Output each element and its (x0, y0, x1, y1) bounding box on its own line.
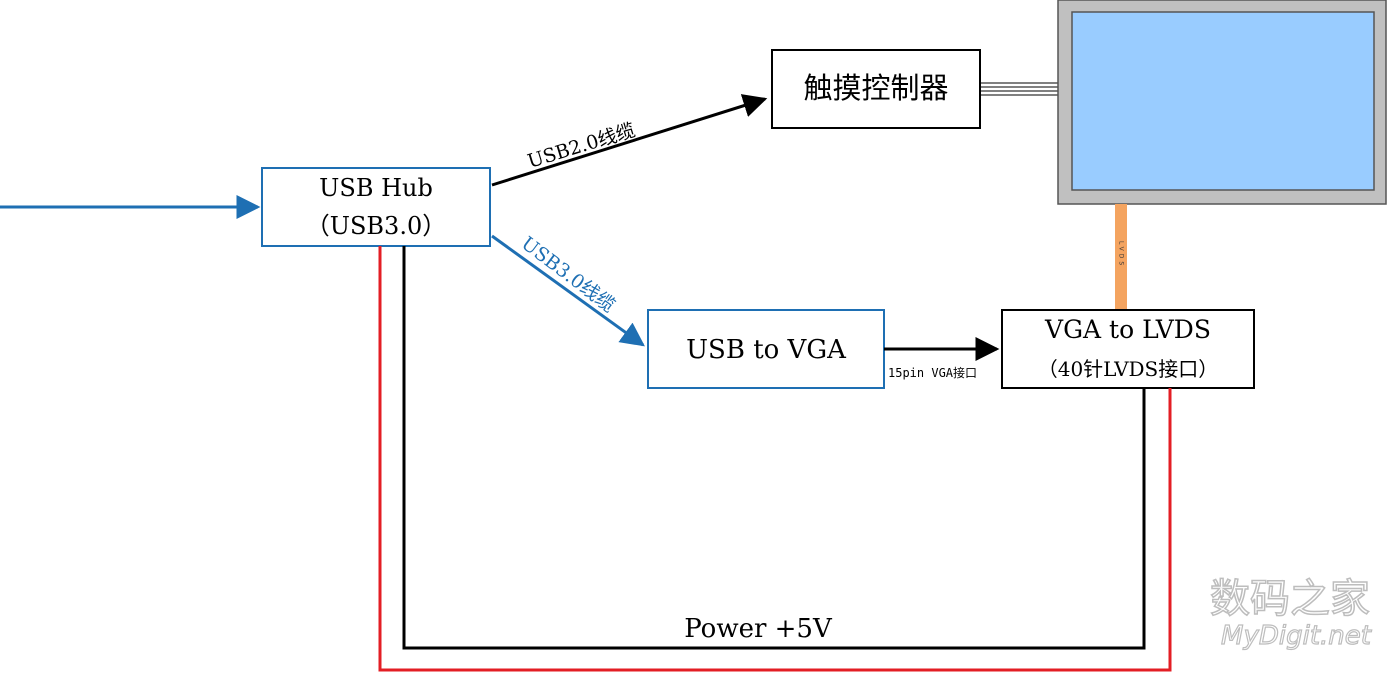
touch-controller-label: 触摸控制器 (803, 71, 948, 105)
usb-hub-title: USB Hub (319, 174, 433, 202)
usb-hub-node: USB Hub （USB3.0） (261, 167, 491, 247)
touch-controller-node: 触摸控制器 (771, 49, 981, 129)
usb-hub-subtitle: （USB3.0） (306, 212, 446, 240)
usb2-cable-label: USB2.0线缆 (525, 119, 638, 173)
lcd-screen (1057, 0, 1387, 205)
usb3-cable-label: USB3.0线缆 (517, 232, 619, 317)
vga-cable-label: 15pin VGA接口 (888, 365, 977, 380)
power-line-red (378, 246, 1172, 672)
lvds-cable-label: LVDS (1118, 241, 1125, 268)
lvds-cable: LVDS (1115, 204, 1127, 311)
touch-panel-wires (980, 82, 1058, 96)
usb2-cable-edge (491, 94, 768, 187)
watermark-cn: 数码之家 (1210, 576, 1370, 622)
usb-to-vga-node: USB to VGA (647, 309, 885, 389)
watermark-logo: 数码之家 MyDigit.net (1209, 575, 1372, 651)
watermark-en: MyDigit.net (1221, 621, 1372, 651)
power-line-black (402, 246, 1146, 650)
power-label: Power +5V (684, 614, 833, 644)
vga-to-lvds-subtitle: （40针LVDS接口） (1038, 357, 1219, 381)
usb-to-vga-label: USB to VGA (686, 335, 847, 365)
usb3-cable-edge (491, 234, 645, 347)
vga-to-lvds-title: VGA to LVDS (1044, 315, 1211, 344)
vga-to-lvds-node: VGA to LVDS （40针LVDS接口） (1001, 309, 1255, 389)
